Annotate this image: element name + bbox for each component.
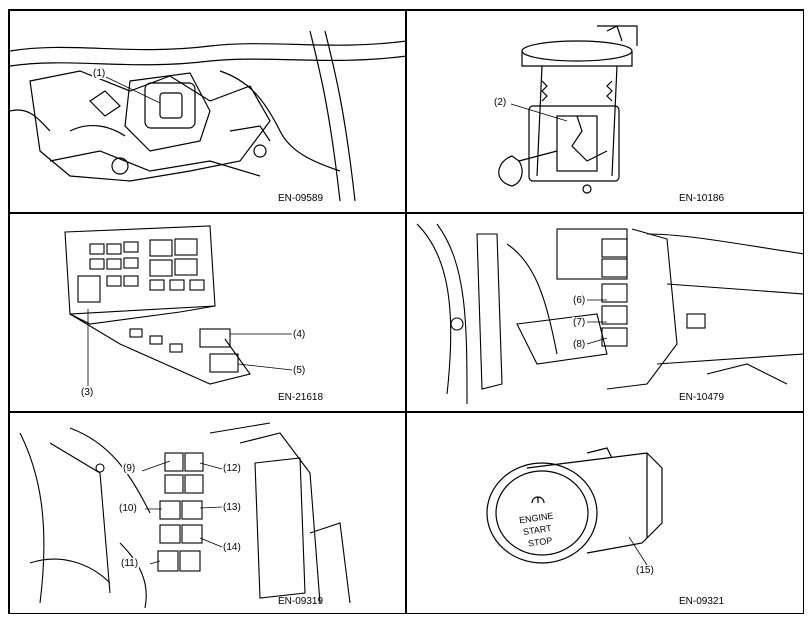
callout-11: (11) xyxy=(120,558,140,569)
fuel-pump-illustration xyxy=(498,25,638,194)
callout-6: (6) xyxy=(572,295,587,306)
dash-relays-illustration xyxy=(416,223,803,405)
engine-compartment-illustration xyxy=(10,30,405,202)
push-button-switch-illustration xyxy=(486,447,663,566)
panel-relay-column: (9) (10) (11) (12) (13) (14) EN-09319 xyxy=(9,412,406,614)
relay-column-illustration xyxy=(19,422,351,609)
panel-fuel-pump: (2) EN-10186 xyxy=(406,10,804,213)
callout-10: (10) xyxy=(118,503,138,514)
callout-9: (9) xyxy=(122,463,137,474)
figure-code: EN-10479 xyxy=(679,392,725,403)
callout-3: (3) xyxy=(80,387,95,398)
panel-push-button-switch: ENGINE START STOP (15) EN-09321 xyxy=(406,412,804,614)
callout-4: (4) xyxy=(292,329,307,340)
relay-box-illustration xyxy=(64,225,293,386)
callout-8: (8) xyxy=(572,339,587,350)
callout-12: (12) xyxy=(222,463,242,474)
callout-5: (5) xyxy=(292,365,307,376)
panel-engine-compartment: (1) EN-09589 xyxy=(9,10,406,213)
callout-14: (14) xyxy=(222,542,242,553)
callout-13: (13) xyxy=(222,502,242,513)
panel-dash-relays: (6) (7) (8) EN-10479 xyxy=(406,213,804,412)
callout-7: (7) xyxy=(572,317,587,328)
figure-code: EN-10186 xyxy=(679,193,725,204)
callout-1: (1) xyxy=(92,68,107,79)
callout-2: (2) xyxy=(493,97,508,108)
figure-code: EN-09589 xyxy=(278,193,324,204)
figure-code: EN-09321 xyxy=(679,596,725,607)
callout-15: (15) xyxy=(635,565,655,576)
diagram-grid: (1) EN-09589 (2) xyxy=(8,9,804,614)
figure-code: EN-21618 xyxy=(278,392,324,403)
panel-relay-box: (3) (4) (5) EN-21618 xyxy=(9,213,406,412)
figure-code: EN-09319 xyxy=(278,596,324,607)
